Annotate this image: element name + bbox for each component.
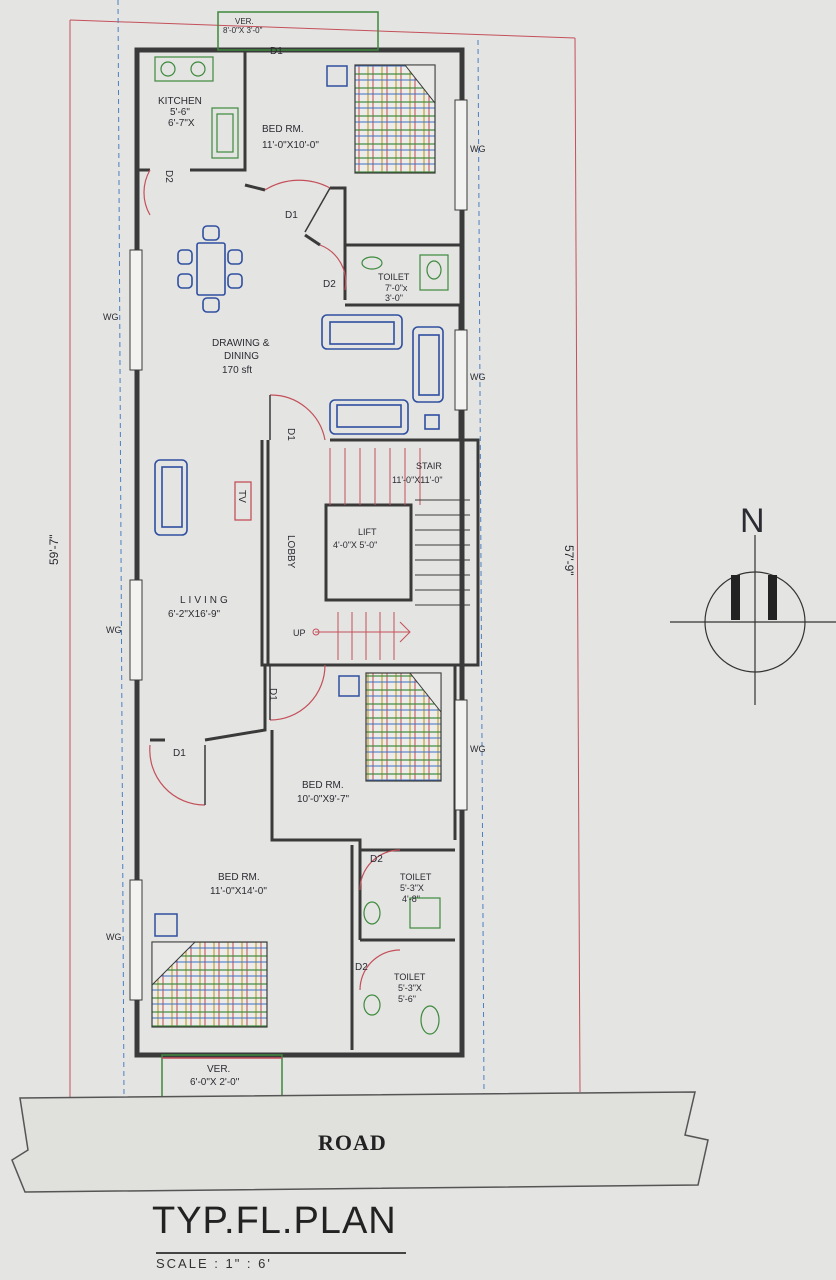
svg-text:WG: WG xyxy=(470,372,486,382)
drawing-dining-label: DRAWING & DINING 170 sft xyxy=(212,338,270,376)
living-label: LIVING 6'-2"X16'-9" xyxy=(168,595,231,620)
verandah-bottom xyxy=(161,1054,283,1098)
tv-label: TV xyxy=(236,490,247,503)
svg-text:LIVING: LIVING xyxy=(180,595,231,606)
north-letter: N xyxy=(740,502,765,540)
svg-text:6'-0"X 2'-0": 6'-0"X 2'-0" xyxy=(190,1077,240,1088)
lift-label: LIFT 4'-0"X 5'-0" xyxy=(333,527,377,550)
interior-walls xyxy=(137,50,480,1050)
svg-text:WG: WG xyxy=(106,932,122,942)
toilet-bottom-label: TOILET 5'-3"X 5'-6" xyxy=(394,972,426,1004)
svg-text:D1: D1 xyxy=(285,428,296,441)
svg-text:5'-3"X: 5'-3"X xyxy=(400,883,424,893)
bed-bottom-label: BED RM. 11'-0"X14'-0" xyxy=(210,872,267,897)
svg-text:8'-0"X 3'-0": 8'-0"X 3'-0" xyxy=(223,26,263,35)
drawing-title: TYP.FL.PLAN xyxy=(152,1200,397,1242)
svg-text:5'-6": 5'-6" xyxy=(170,107,190,118)
setback-lines xyxy=(117,0,485,1099)
svg-text:7'-0"x: 7'-0"x xyxy=(385,283,408,293)
svg-text:4'-0"X 5'-0": 4'-0"X 5'-0" xyxy=(333,540,377,550)
svg-text:WG: WG xyxy=(470,144,486,154)
svg-text:WG: WG xyxy=(103,312,119,322)
toilet-fixtures xyxy=(361,254,449,1035)
svg-text:DRAWING &: DRAWING & xyxy=(212,338,270,349)
right-dimension: 57'-9" xyxy=(562,545,576,576)
svg-text:TOILET: TOILET xyxy=(378,272,410,282)
bed-top xyxy=(326,64,436,174)
bed-mid-label: BED RM. 10'-0"X9'-7" xyxy=(297,780,350,805)
svg-text:DINING: DINING xyxy=(224,351,259,362)
svg-text:VER.: VER. xyxy=(235,17,254,26)
plot-boundary xyxy=(69,19,581,1100)
verandah-top-label: VER. 8'-0"X 3'-0" xyxy=(223,17,263,35)
verandah-top xyxy=(217,11,379,51)
door-tags: D1 D2 D1 D2 D1 D1 D1 D2 D2 xyxy=(163,46,383,973)
kitchen-label: KITCHEN 5'-6" 6'-7"X xyxy=(158,96,202,129)
bed-top-label: BED RM. 11'-0"X10'-0" xyxy=(262,124,319,151)
svg-text:3'-0": 3'-0" xyxy=(385,293,403,303)
svg-text:D1: D1 xyxy=(270,46,283,57)
svg-text:D2: D2 xyxy=(355,962,368,973)
toilet-mid-label: TOILET 5'-3"X 4'-8" xyxy=(400,872,432,904)
svg-text:D1: D1 xyxy=(285,210,298,221)
window-tags: WG WG WG WG WG WG xyxy=(103,144,486,942)
staircase xyxy=(312,448,470,660)
svg-text:11'-0"X14'-0": 11'-0"X14'-0" xyxy=(210,886,267,897)
svg-text:5'-6": 5'-6" xyxy=(398,994,416,1004)
sofa-set xyxy=(154,314,444,536)
svg-text:WG: WG xyxy=(470,744,486,754)
toilet-top-label: TOILET 7'-0"x 3'-0" xyxy=(378,272,410,303)
bed-bottom xyxy=(151,913,268,1028)
svg-text:5'-3"X: 5'-3"X xyxy=(398,983,422,993)
svg-text:4'-8": 4'-8" xyxy=(402,894,420,904)
svg-text:D1: D1 xyxy=(173,748,186,759)
svg-text:BED RM.: BED RM. xyxy=(218,872,260,883)
left-dimension: 59'-7" xyxy=(47,534,61,565)
lobby-label: LOBBY xyxy=(285,535,296,569)
road xyxy=(11,1091,709,1193)
drawing-scale: SCALE : 1" : 6' xyxy=(156,1252,406,1271)
svg-text:11'-0"X11'-0": 11'-0"X11'-0" xyxy=(392,475,443,485)
door-leaves xyxy=(204,187,331,805)
svg-text:170 sft: 170 sft xyxy=(222,365,252,376)
svg-text:BED RM.: BED RM. xyxy=(302,780,344,791)
svg-text:D2: D2 xyxy=(163,170,174,183)
svg-text:KITCHEN: KITCHEN xyxy=(158,96,202,107)
svg-text:11'-0"X10'-0": 11'-0"X10'-0" xyxy=(262,140,319,151)
svg-text:TOILET: TOILET xyxy=(394,972,426,982)
svg-text:LIFT: LIFT xyxy=(358,527,377,537)
windows xyxy=(129,99,468,1001)
north-arrow xyxy=(670,535,836,705)
svg-text:10'-0"X9'-7": 10'-0"X9'-7" xyxy=(297,794,350,805)
dining-table xyxy=(177,225,243,313)
svg-text:6'-7"X: 6'-7"X xyxy=(168,118,195,129)
kitchen-counter xyxy=(154,56,239,159)
tv-unit xyxy=(234,481,252,521)
svg-text:D1: D1 xyxy=(267,688,278,701)
verandah-bottom-label: VER. 6'-0"X 2'-0" xyxy=(190,1064,240,1088)
road-label: ROAD xyxy=(318,1130,387,1155)
svg-text:VER.: VER. xyxy=(207,1064,230,1075)
svg-text:BED RM.: BED RM. xyxy=(262,124,304,135)
door-swings xyxy=(143,169,401,991)
up-label: UP xyxy=(293,628,306,638)
svg-text:6'-2"X16'-9": 6'-2"X16'-9" xyxy=(168,609,221,620)
bed-mid xyxy=(338,672,442,782)
stair-label: STAIR 11'-0"X11'-0" xyxy=(392,461,443,485)
svg-text:D2: D2 xyxy=(370,854,383,865)
svg-text:TOILET: TOILET xyxy=(400,872,432,882)
building-walls xyxy=(134,47,465,1058)
svg-text:STAIR: STAIR xyxy=(416,461,442,471)
svg-text:WG: WG xyxy=(106,625,122,635)
svg-text:D2: D2 xyxy=(323,279,336,290)
